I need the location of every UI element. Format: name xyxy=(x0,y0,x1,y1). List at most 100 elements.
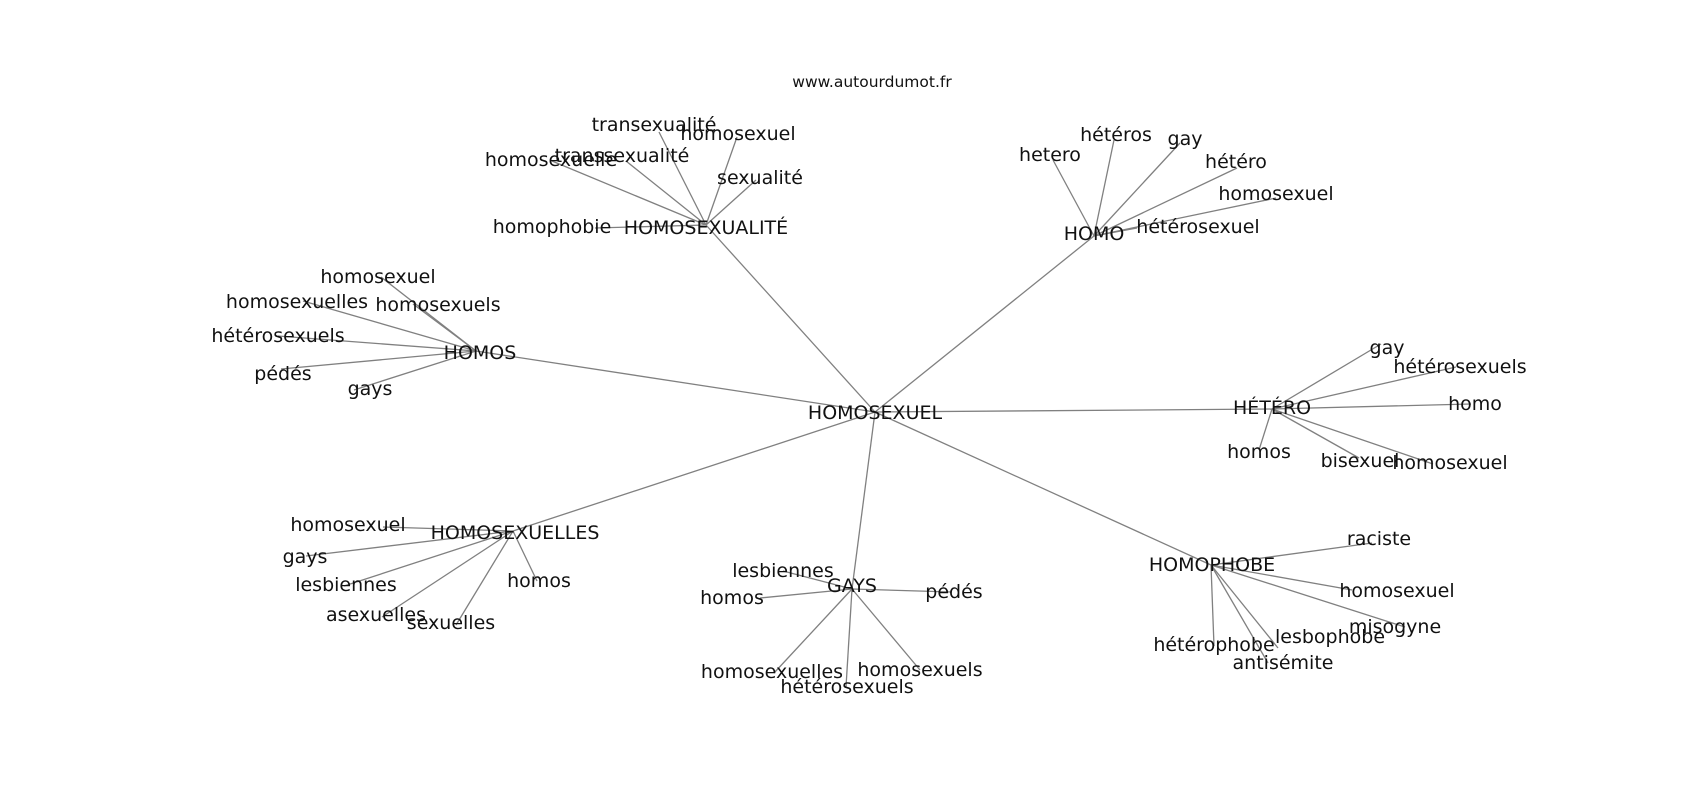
edge-homos-3 xyxy=(277,335,477,352)
leaf-node-hetero-3: homos xyxy=(1227,441,1291,463)
edge-homo-3 xyxy=(1093,167,1238,237)
edge-hetero-3 xyxy=(1258,408,1273,451)
edge-hetero-1 xyxy=(1271,366,1457,410)
leaf-node-homos-4: pédés xyxy=(254,363,311,385)
leaf-node-homophobe-1: homosexuel xyxy=(1339,580,1454,602)
edge-homosexuelles-3 xyxy=(512,530,538,582)
leaf-node-homosexuelles-5: sexuelles xyxy=(407,612,495,634)
leaf-node-gays-0: lesbiennes xyxy=(732,560,834,582)
leaf-node-hetero-4: bisexuel xyxy=(1321,450,1400,472)
edge-hetero-4 xyxy=(1271,408,1360,459)
leaf-node-homos-5: gays xyxy=(348,378,393,400)
edge-center-homosexualite xyxy=(705,224,876,413)
leaf-node-homosexualite-5: homophobie xyxy=(493,216,612,238)
edge-center-homosexuelles xyxy=(512,411,876,532)
leaf-node-hetero-1: hétérosexuels xyxy=(1393,356,1526,378)
edge-homosexualite-4 xyxy=(705,179,757,226)
leaf-node-gays-1: homos xyxy=(700,587,764,609)
edge-homophobe-3 xyxy=(1210,564,1279,649)
edge-homophobe-2 xyxy=(1210,564,1406,628)
leaf-node-homos-1: homosexuelles xyxy=(226,291,368,313)
leaf-node-homo-1: hétéros xyxy=(1080,124,1152,146)
leaf-node-homosexualite-3: homosexuelle xyxy=(485,149,617,171)
leaf-node-homo-5: hétérosexuel xyxy=(1136,216,1259,238)
edge-homo-1 xyxy=(1093,139,1115,237)
hub-node-homosexualite: HOMOSEXUALITÉ xyxy=(624,216,788,239)
edge-homos-4 xyxy=(280,350,477,370)
leaf-node-homo-4: homosexuel xyxy=(1218,183,1333,205)
leaf-node-homo-3: hétéro xyxy=(1205,151,1267,173)
leaf-node-gays-5: hétérosexuels xyxy=(780,676,913,698)
edge-homophobe-4 xyxy=(1210,564,1215,647)
labels: HOMOSEXUELHOMOSEXUALITÉtransexualitéhomo… xyxy=(211,114,1526,698)
hub-node-homosexuelles: HOMOSEXUELLES xyxy=(431,522,600,544)
leaf-node-gays-3: homosexuelles xyxy=(701,661,843,683)
edge-homosexualite-2 xyxy=(625,160,707,226)
leaf-node-homo-2: gay xyxy=(1168,128,1203,150)
hub-node-homophobe: HOMOPHOBE xyxy=(1149,554,1275,576)
edge-homophobe-1 xyxy=(1210,564,1353,591)
leaf-node-hetero-5: homosexuel xyxy=(1392,452,1507,474)
leaf-node-homos-2: homosexuels xyxy=(375,294,500,316)
edge-center-hetero xyxy=(874,408,1273,413)
edge-center-homo xyxy=(874,235,1095,413)
edge-homosexuelles-4 xyxy=(381,530,514,618)
leaf-node-homophobe-4: hétérophobe xyxy=(1153,634,1274,656)
leaf-node-homos-3: hétérosexuels xyxy=(211,325,344,347)
edge-homo-5 xyxy=(1093,227,1138,237)
leaf-node-homosexualite-0: transexualité xyxy=(592,114,717,136)
edges xyxy=(277,131,1472,688)
edge-homosexuelles-1 xyxy=(305,530,514,557)
edge-gays-4 xyxy=(851,588,921,671)
leaf-node-homosexualite-1: homosexuel xyxy=(680,123,795,145)
leaf-node-gays-4: homosexuels xyxy=(857,659,982,681)
hub-node-homos: HOMOS xyxy=(444,342,517,364)
leaf-node-hetero-2: homo xyxy=(1448,393,1502,415)
leaf-node-homophobe-3: lesbophobe xyxy=(1275,626,1385,648)
center-node-label: HOMOSEXUEL xyxy=(808,402,943,424)
edge-gays-3 xyxy=(773,588,853,674)
leaf-node-homosexuelles-0: homosexuel xyxy=(290,514,405,536)
edge-homos-1 xyxy=(302,300,477,352)
edge-homosexualite-0 xyxy=(658,131,707,226)
edge-homosexualite-1 xyxy=(705,136,738,226)
edge-homosexuelles-5 xyxy=(455,530,514,626)
edge-gays-0 xyxy=(782,570,853,590)
edge-center-homos xyxy=(475,350,876,413)
edge-homosexuelles-2 xyxy=(343,530,514,587)
edge-gays-1 xyxy=(759,588,853,599)
hub-node-hetero: HÉTÉRO xyxy=(1233,396,1311,419)
edge-homophobe-5 xyxy=(1210,564,1269,664)
leaf-node-homophobe-0: raciste xyxy=(1347,528,1411,550)
edge-homo-0 xyxy=(1052,159,1095,237)
edge-hetero-0 xyxy=(1271,343,1382,410)
leaf-node-homosexuelles-2: lesbiennes xyxy=(295,574,397,596)
hub-node-gays: GAYS xyxy=(827,575,877,597)
site-label-text: www.autourdumot.fr xyxy=(792,73,952,91)
edge-homo-4 xyxy=(1093,197,1277,237)
leaf-node-homosexualite-2: transsexualité xyxy=(555,145,690,167)
leaf-node-homosexualite-4: sexualité xyxy=(717,167,803,189)
hub-node-homo: HOMO xyxy=(1064,223,1125,245)
edge-gays-2 xyxy=(851,588,953,593)
edge-homosexualite-3 xyxy=(551,160,707,226)
leaf-node-homos-0: homosexuel xyxy=(320,266,435,288)
edge-hetero-2 xyxy=(1271,403,1472,410)
edge-hetero-5 xyxy=(1271,408,1434,465)
edge-homos-2 xyxy=(412,303,477,352)
edge-center-gays xyxy=(851,411,876,590)
edge-center-homophobe xyxy=(874,411,1212,566)
edge-homosexuelles-0 xyxy=(382,526,514,532)
leaf-node-homosexuelles-4: asexuelles xyxy=(326,604,426,626)
edge-gays-5 xyxy=(845,588,853,688)
leaf-node-homosexuelles-1: gays xyxy=(283,546,328,568)
leaf-node-homosexuelles-3: homos xyxy=(507,570,571,592)
edge-homos-5 xyxy=(353,350,477,391)
leaf-node-hetero-0: gay xyxy=(1370,337,1405,359)
edge-homo-2 xyxy=(1093,142,1181,237)
edge-homophobe-0 xyxy=(1210,542,1373,566)
leaf-node-homophobe-2: misogyne xyxy=(1349,616,1441,638)
leaf-node-gays-2: pédés xyxy=(925,581,982,603)
